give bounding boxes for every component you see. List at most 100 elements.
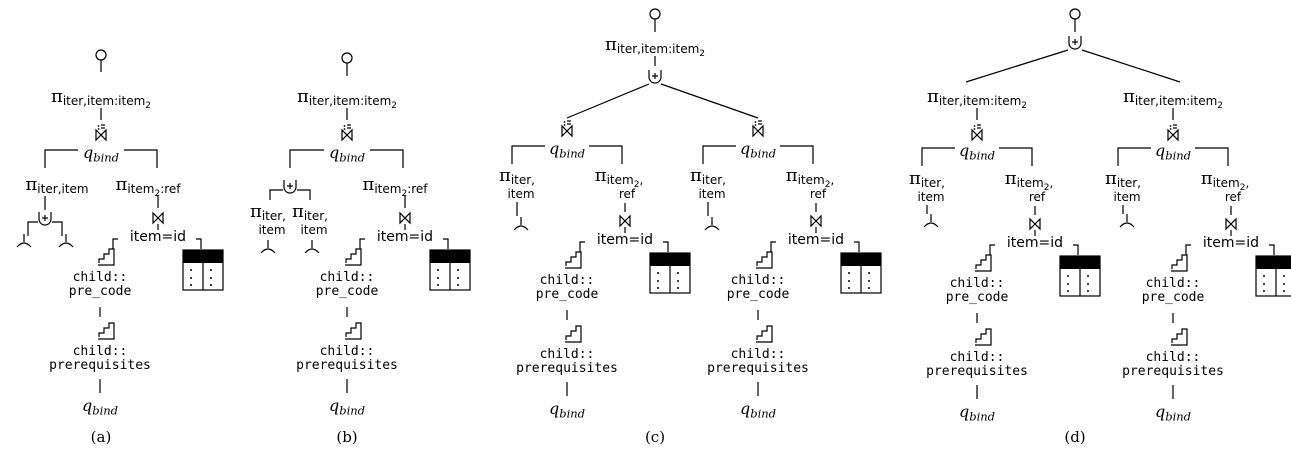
path-step-icon bbox=[345, 322, 362, 340]
union-icon bbox=[38, 212, 52, 226]
table-ellipsis bbox=[657, 272, 659, 274]
step-test-label: prerequisites bbox=[516, 361, 618, 376]
path-step-icon bbox=[975, 328, 992, 346]
eq-join-icon bbox=[561, 124, 573, 138]
step-axis-label: child:: bbox=[320, 344, 375, 359]
step-test-label: pre_code bbox=[536, 287, 599, 302]
subplan-leaf-icon bbox=[304, 248, 320, 254]
edge bbox=[1073, 244, 1079, 255]
step-test-label: prerequisites bbox=[1122, 364, 1224, 379]
table-ellipsis bbox=[1067, 290, 1069, 292]
edge bbox=[196, 238, 202, 249]
table-ellipsis bbox=[1283, 283, 1285, 285]
table-header bbox=[430, 250, 470, 263]
eq-join-dot bbox=[973, 125, 976, 127]
edge bbox=[660, 83, 759, 119]
table-ellipsis bbox=[1087, 290, 1089, 292]
join-icon bbox=[152, 211, 164, 225]
edge bbox=[52, 221, 63, 236]
step-axis-label: child:: bbox=[1146, 350, 1201, 365]
step-test-label: pre_code bbox=[69, 284, 132, 299]
eq-join-dot bbox=[973, 128, 976, 130]
table-header bbox=[1256, 256, 1291, 269]
table-ellipsis bbox=[868, 280, 870, 282]
table-col-ref: ref bbox=[1277, 256, 1291, 270]
path-step-icon bbox=[565, 325, 582, 343]
projection-ref-sublabel: ref bbox=[1225, 190, 1242, 204]
projection-root-label: πiter,item:item2 bbox=[927, 86, 1027, 111]
path-step-icon bbox=[756, 325, 773, 343]
eq-join-dot bbox=[1169, 125, 1172, 127]
projection-item2-ref-label: πitem2, bbox=[595, 165, 644, 190]
table-ellipsis bbox=[848, 272, 850, 274]
edge bbox=[359, 238, 365, 249]
table-ellipsis bbox=[190, 277, 192, 279]
table-col-id: id bbox=[188, 250, 199, 264]
q-bind-label: qbind bbox=[1155, 402, 1191, 424]
table-ellipsis bbox=[437, 269, 439, 271]
path-step-icon bbox=[98, 322, 115, 340]
edge bbox=[663, 241, 669, 252]
join-icon bbox=[1225, 217, 1237, 231]
join-condition-label: item=id bbox=[377, 229, 433, 245]
table-col-ref: ref bbox=[671, 253, 688, 267]
step-test-label: prerequisites bbox=[49, 358, 151, 373]
q-bind-label: qbind bbox=[549, 139, 585, 161]
table-col-id: id bbox=[846, 253, 857, 267]
eq-join-dot bbox=[754, 124, 757, 126]
projection-ref-sublabel: ref bbox=[810, 187, 827, 201]
edge bbox=[112, 238, 118, 249]
table-ellipsis bbox=[1087, 275, 1089, 277]
projection-iter-item-label: πiter, bbox=[250, 201, 286, 223]
step-axis-label: child:: bbox=[73, 344, 128, 359]
projection-item2-ref-label: πitem2, bbox=[1201, 168, 1250, 193]
table-ellipsis bbox=[457, 269, 459, 271]
path-step-icon bbox=[1171, 254, 1188, 272]
eq-join-dot bbox=[97, 128, 100, 130]
projection-iter-item-label: πiter,item bbox=[25, 174, 88, 196]
subplan-leaf-icon bbox=[58, 242, 74, 248]
edge bbox=[124, 149, 158, 168]
edge bbox=[770, 241, 776, 252]
eq-join-icon bbox=[1167, 128, 1179, 142]
edge bbox=[297, 189, 311, 200]
projection-item-sublabel: item bbox=[507, 187, 534, 201]
edge bbox=[921, 147, 955, 166]
table-ellipsis bbox=[457, 277, 459, 279]
union-icon bbox=[648, 70, 662, 84]
q-bind-label: qbind bbox=[83, 143, 119, 165]
path-step-icon bbox=[756, 251, 773, 269]
step-test-label: prerequisites bbox=[707, 361, 809, 376]
projection-item2-ref-label: πitem2:ref bbox=[362, 174, 428, 199]
projection-root-label: πiter,item:item2 bbox=[297, 86, 397, 111]
eq-join-dot bbox=[97, 125, 100, 127]
q-bind-label: qbind bbox=[329, 396, 365, 418]
eq-join-icon bbox=[341, 128, 353, 142]
step-test-label: pre_code bbox=[727, 287, 790, 302]
subplan-leaf-icon bbox=[1119, 222, 1135, 228]
projection-iter-item-label: πiter, bbox=[292, 201, 328, 223]
union-icon bbox=[283, 180, 297, 194]
projection-item-sublabel: item bbox=[1113, 190, 1140, 204]
path-step-icon bbox=[1171, 328, 1188, 346]
table-col-id: id bbox=[1261, 256, 1272, 270]
projection-item2-ref-label: πitem2:ref bbox=[115, 174, 181, 199]
serialize-root-icon bbox=[1069, 8, 1081, 20]
step-axis-label: child:: bbox=[540, 347, 595, 362]
table-ellipsis bbox=[868, 272, 870, 274]
projection-iter-item-label: πiter, bbox=[1105, 168, 1141, 190]
table-ellipsis bbox=[457, 284, 459, 286]
table-ellipsis bbox=[210, 277, 212, 279]
edge bbox=[1117, 147, 1151, 166]
q-bind-label: qbind bbox=[1155, 141, 1191, 163]
table-col-ref: ref bbox=[862, 253, 879, 267]
table-col-ref: ref bbox=[204, 250, 221, 264]
edge bbox=[566, 83, 650, 119]
join-condition-label: item=id bbox=[1007, 235, 1063, 251]
edge bbox=[1195, 147, 1229, 166]
table-ellipsis bbox=[1067, 283, 1069, 285]
projection-item-sublabel: item bbox=[698, 187, 725, 201]
projection-item-sublabel: item bbox=[917, 190, 944, 204]
table-ellipsis bbox=[1263, 275, 1265, 277]
edge bbox=[269, 189, 283, 200]
